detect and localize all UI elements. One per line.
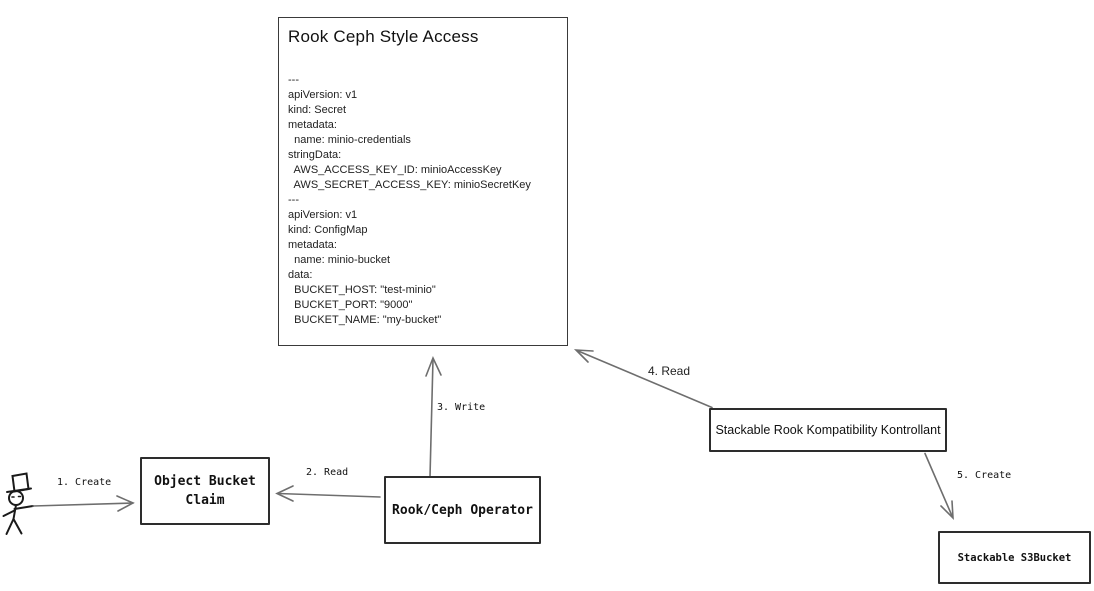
right-leg bbox=[12, 518, 23, 535]
manifest-title: Rook Ceph Style Access bbox=[288, 27, 479, 46]
node-label: Stackable Rook Kompatibility Kontrollant bbox=[715, 423, 941, 437]
node-stackable-s3bucket: Stackable S3Bucket bbox=[938, 531, 1091, 584]
node-label: Object Bucket Claim bbox=[154, 474, 256, 508]
edge-label-5-create: 5. Create bbox=[957, 470, 1012, 481]
left-leg bbox=[5, 518, 15, 535]
left-arm bbox=[2, 509, 16, 517]
edge-label-2-read: 2. Read bbox=[306, 467, 349, 478]
arrow-3-write bbox=[425, 355, 442, 478]
arrow-4-read bbox=[573, 349, 713, 409]
right-arm bbox=[13, 505, 34, 510]
stick-figure-user-icon bbox=[2, 472, 34, 535]
arrow-1-create bbox=[32, 495, 135, 512]
head bbox=[8, 490, 24, 506]
arrow-2-read bbox=[275, 485, 381, 502]
manifest-yaml-text: --- apiVersion: v1 kind: Secret metadata… bbox=[288, 74, 531, 326]
body bbox=[12, 504, 17, 520]
edge-label-3-write: 3. Write bbox=[437, 402, 486, 413]
node-stackable-kontrollant: Stackable Rook Kompatibility Kontrollant bbox=[709, 408, 947, 452]
edge-label-4-read: 4. Read bbox=[648, 364, 691, 378]
edge-label-1-create: 1. Create bbox=[57, 477, 112, 488]
node-label: Rook/Ceph Operator bbox=[392, 502, 533, 518]
node-label: Stackable S3Bucket bbox=[957, 551, 1072, 564]
top-hat-crown bbox=[11, 472, 30, 493]
node-rook-ceph-style-access: Rook Ceph Style Access --- apiVersion: v… bbox=[278, 17, 568, 346]
top-hat-brim bbox=[6, 487, 32, 493]
node-object-bucket-claim: Object Bucket Claim bbox=[140, 457, 270, 525]
node-rook-ceph-operator: Rook/Ceph Operator bbox=[384, 476, 541, 544]
arrow-5-create bbox=[924, 452, 954, 521]
